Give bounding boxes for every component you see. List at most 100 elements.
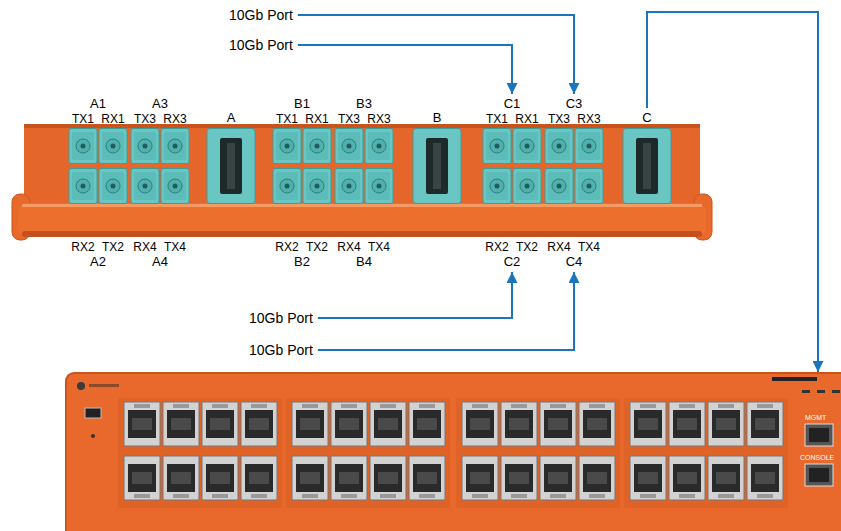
switch-front-panel [370, 456, 406, 500]
switch-front-panel [462, 456, 498, 500]
signal-row: RX2TX2 [482, 240, 542, 254]
switch-front-panel [173, 404, 189, 408]
mpo-connector [413, 129, 461, 204]
lc-duplex-port: B3TX3RX3 [334, 96, 394, 164]
spacer [334, 204, 394, 240]
switch-front-panel [167, 464, 195, 492]
switch-front-panel [587, 472, 607, 484]
lc-port-pair [557, 144, 562, 149]
switch-front-panel [132, 418, 152, 430]
lc-port-pair [143, 144, 148, 149]
lc-port-pair [347, 144, 352, 149]
switch-front-panel [509, 472, 529, 484]
lc-port-pair [69, 169, 97, 204]
lc-port-pair [578, 132, 600, 160]
lc-port-pair [342, 139, 356, 153]
signal-label: RX3 [364, 112, 394, 126]
switch-front-panel [470, 472, 490, 484]
lc-port-pair [338, 172, 360, 200]
switch-front-panel [505, 464, 533, 492]
switch-front-panel [669, 402, 705, 446]
lc-port-pair [544, 168, 604, 204]
lc-port-pair [306, 172, 328, 200]
mpo-connector [227, 143, 235, 189]
lc-port-pair [68, 128, 128, 164]
lc-duplex-port: RX4TX4C4 [544, 168, 604, 270]
port-callout: 10Gb Port [248, 341, 314, 359]
switch-front-panel [77, 382, 85, 390]
signal-label: RX1 [98, 112, 128, 126]
switch-front-panel [712, 464, 740, 492]
signal-label: TX4 [160, 240, 190, 254]
signal-row: TX1RX1 [272, 112, 332, 126]
mpo-connector [623, 129, 671, 204]
cassette-body [22, 204, 702, 207]
port-callout: 10Gb Port [248, 309, 314, 327]
signal-label: TX4 [364, 240, 394, 254]
signal-row: RX2TX2 [68, 240, 128, 254]
switch-front-panel [673, 464, 701, 492]
switch-front-panel [511, 404, 527, 408]
switch-front-panel [679, 494, 695, 498]
lc-port-pair [161, 129, 189, 164]
lc-port-pair [525, 184, 530, 189]
lc-port-pair [483, 129, 511, 164]
switch-front-panel [755, 418, 775, 430]
lc-port-pair [483, 169, 511, 204]
switch-front-panel [286, 398, 450, 508]
lc-port-pair [347, 184, 352, 189]
switch-front-panel [757, 494, 773, 498]
lc-port-pair [486, 132, 508, 160]
signal-label: TX2 [98, 240, 128, 254]
lc-port-pair [102, 172, 124, 200]
switch-front-panel [202, 402, 238, 446]
cassette-body [24, 128, 700, 208]
lc-port-pair [575, 129, 603, 164]
mpo-connector [433, 143, 441, 189]
switch-front-panel [206, 464, 234, 492]
switch-front-panel [470, 418, 490, 430]
switch-front-panel [302, 494, 318, 498]
signal-row: TX3RX3 [334, 112, 394, 126]
switch-front-panel [751, 464, 779, 492]
lane-label: B4 [334, 254, 394, 270]
switch-front-panel [296, 410, 324, 438]
switch-front-panel [832, 390, 840, 393]
signal-label: RX4 [130, 240, 160, 254]
lc-port-pair [68, 168, 128, 204]
spacer [482, 204, 542, 240]
lc-port-pair [272, 168, 332, 204]
lc-port-pair [495, 184, 500, 189]
switch-front-panel [134, 494, 150, 498]
lc-port-pair [372, 179, 386, 193]
switch-front-panel [380, 404, 396, 408]
lc-port-pair [276, 172, 298, 200]
spacer [272, 204, 332, 240]
switch-front-panel [638, 418, 658, 430]
port-letter: A [206, 110, 256, 126]
switch-front-panel [128, 410, 156, 438]
switch-front-panel [341, 404, 357, 408]
lc-duplex-port: B1TX1RX1 [272, 96, 332, 164]
lc-port-pair [273, 129, 301, 164]
lane-label: B1 [272, 96, 332, 112]
connector-arrow [318, 272, 512, 318]
switch-front-panel [466, 464, 494, 492]
signal-label: TX3 [334, 112, 364, 126]
switch-front-panel [202, 456, 238, 500]
lc-port-pair [548, 132, 570, 160]
switch-front-panel [249, 418, 269, 430]
switch-front-panel [245, 410, 273, 438]
switch-front-panel [331, 456, 367, 500]
switch-front-panel [335, 464, 363, 492]
signal-label: TX3 [130, 112, 160, 126]
lc-port-pair [377, 144, 382, 149]
signal-row: TX3RX3 [130, 112, 190, 126]
lc-port-pair [548, 172, 570, 200]
switch-front-panel [409, 402, 445, 446]
lc-port-pair [72, 172, 94, 200]
signal-label: RX4 [544, 240, 574, 254]
lc-port-pair [545, 169, 573, 204]
lc-duplex-port: RX4TX4B4 [334, 168, 394, 270]
switch-front-panel [409, 456, 445, 500]
